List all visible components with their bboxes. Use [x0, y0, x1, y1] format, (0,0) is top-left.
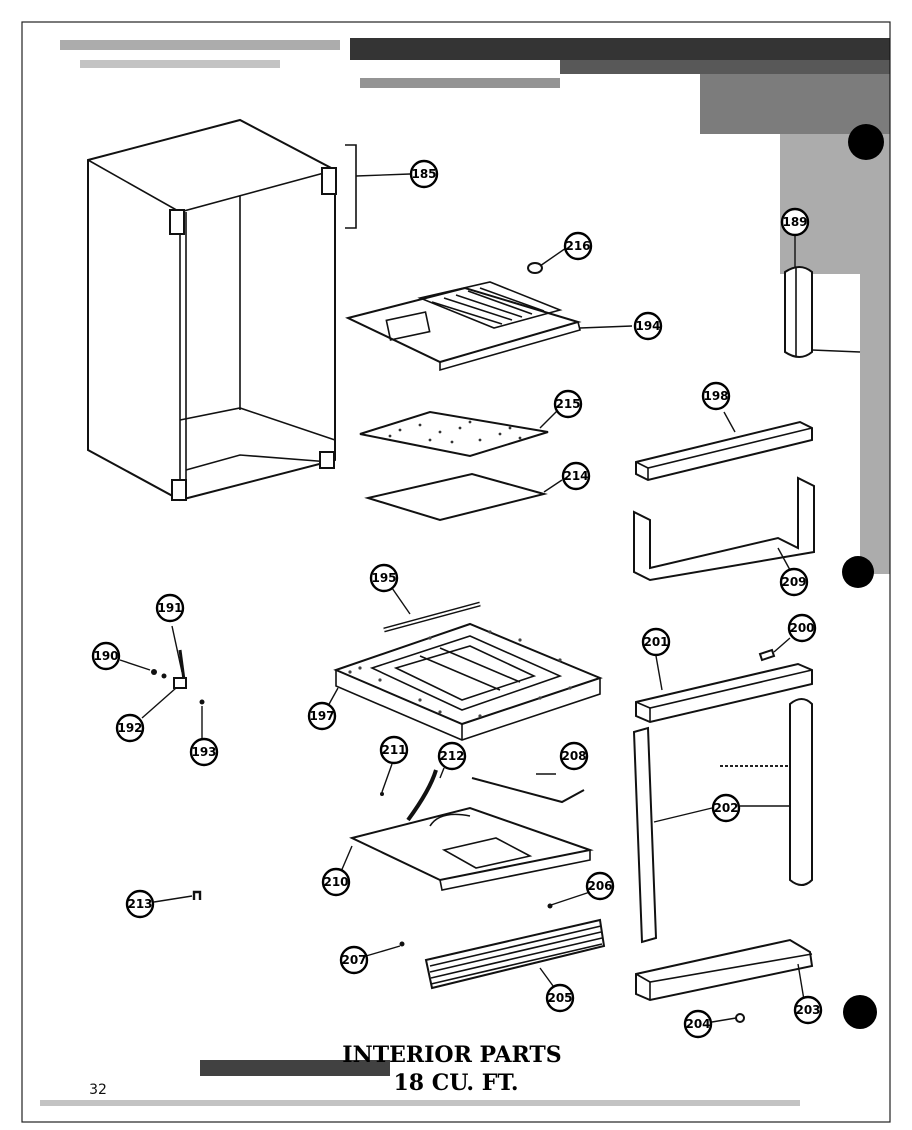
svg-text:207: 207 [341, 953, 366, 967]
callout-209: 209 [779, 567, 809, 597]
callout-202: 202 [711, 793, 741, 823]
part-215-insulation [359, 409, 559, 458]
callout-210: 210 [321, 867, 351, 897]
callout-200: 200 [787, 613, 817, 643]
part-216-knob [527, 247, 567, 274]
callout-201: 201 [641, 627, 671, 657]
part-214-panel [364, 472, 563, 522]
svg-text:209: 209 [781, 575, 806, 589]
svg-text:215: 215 [555, 397, 580, 411]
svg-text:216: 216 [565, 239, 590, 253]
diagram-title: INTERIOR PARTS [342, 1042, 561, 1068]
binder-hole-top [848, 124, 884, 160]
part-194-cover [345, 281, 633, 372]
part-185-bracket [345, 144, 411, 229]
part-209-bin [633, 476, 815, 582]
page-border [21, 21, 891, 1123]
callout-213: 213 [125, 889, 155, 919]
svg-text:204: 204 [685, 1017, 710, 1031]
callout-189: 189 [780, 207, 810, 237]
part-210-tray [339, 806, 594, 891]
callout-192: 192 [115, 713, 145, 743]
callout-185: 185 [409, 159, 439, 189]
callout-216: 216 [563, 231, 593, 261]
part-190-193-hardware [119, 625, 205, 738]
part-189-trim [784, 236, 861, 358]
svg-text:201: 201 [643, 635, 668, 649]
callout-191: 191 [155, 593, 185, 623]
part-195-tube [383, 587, 481, 633]
part-198-rail [635, 411, 813, 482]
callout-214: 214 [561, 461, 591, 491]
callout-190: 190 [91, 641, 121, 671]
svg-text:197: 197 [309, 709, 334, 723]
svg-text:208: 208 [561, 749, 586, 763]
callout-211: 211 [379, 735, 409, 765]
part-213-clip [153, 890, 202, 903]
svg-text:211: 211 [381, 743, 406, 757]
part-204-screw [711, 1013, 745, 1023]
callout-193: 193 [189, 737, 219, 767]
svg-text:194: 194 [635, 319, 660, 333]
callout-197: 197 [307, 701, 337, 731]
svg-text:198: 198 [703, 389, 728, 403]
binder-hole-bottom [843, 995, 877, 1029]
scan-noise [40, 38, 890, 1106]
callout-204: 204 [683, 1009, 713, 1039]
svg-text:210: 210 [323, 875, 348, 889]
part-201-rail [635, 637, 813, 724]
svg-text:193: 193 [191, 745, 216, 759]
callout-194: 194 [633, 311, 663, 341]
callout-203: 203 [793, 995, 823, 1025]
callout-215: 215 [553, 389, 583, 419]
svg-text:192: 192 [117, 721, 142, 735]
svg-text:191: 191 [157, 601, 182, 615]
svg-text:212: 212 [439, 749, 464, 763]
binder-hole-middle [842, 556, 874, 588]
callout-195: 195 [369, 563, 399, 593]
part-203-rail [635, 938, 814, 1002]
part-202-strips [632, 698, 813, 944]
callout-206: 206 [585, 871, 615, 901]
svg-text:190: 190 [93, 649, 118, 663]
callout-207: 207 [339, 945, 369, 975]
svg-text:203: 203 [795, 1003, 820, 1017]
callout-208: 208 [559, 741, 589, 771]
svg-text:185: 185 [411, 167, 436, 181]
diagram-subtitle: 18 CU. FT. [393, 1070, 518, 1096]
cabinet-liner [87, 118, 337, 502]
page-number: 32 [89, 1082, 107, 1098]
svg-text:189: 189 [782, 215, 807, 229]
svg-text:205: 205 [547, 991, 572, 1005]
svg-text:213: 213 [127, 897, 152, 911]
part-211-212-208 [380, 763, 585, 822]
part-205-grille [365, 891, 606, 991]
part-197-frame [327, 622, 603, 741]
callout-205: 205 [545, 983, 575, 1013]
svg-text:202: 202 [713, 801, 738, 815]
callout-198: 198 [701, 381, 731, 411]
svg-text:195: 195 [371, 571, 396, 585]
callout-212: 212 [437, 741, 467, 771]
svg-text:206: 206 [587, 879, 612, 893]
svg-text:214: 214 [563, 469, 588, 483]
svg-text:200: 200 [789, 621, 814, 635]
